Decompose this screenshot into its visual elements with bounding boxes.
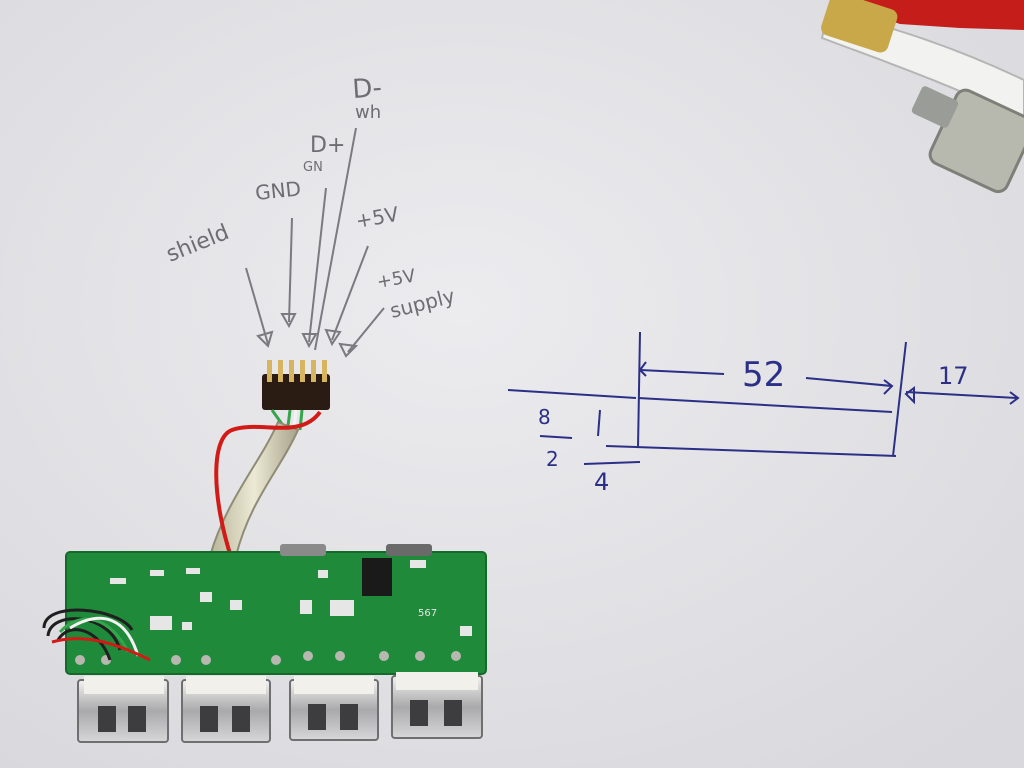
- arrow-plus5v: [331, 245, 369, 341]
- arrow-d-minus: [314, 127, 357, 351]
- dimension-left-top: 8: [538, 405, 551, 429]
- label-gnd: GND: [254, 176, 302, 205]
- dimension-right: 17: [938, 362, 969, 390]
- arrow-shield: [245, 267, 269, 345]
- pcb-silkscreen: 567: [418, 608, 437, 619]
- arrow-supply: [347, 307, 385, 353]
- label-d-minus: D-: [351, 73, 382, 105]
- label-d-plus: D+: [310, 133, 345, 158]
- arrow-d-plus: [308, 187, 327, 343]
- arrow-gnd: [288, 217, 293, 323]
- dimension-drawing: [507, 331, 1020, 465]
- label-d-minus-color: wh: [355, 102, 381, 123]
- dimension-main: 52: [742, 355, 785, 395]
- label-d-plus-color: GN: [303, 160, 323, 175]
- usb-ports: [77, 672, 483, 743]
- dimension-left-bottom: 4: [594, 468, 609, 496]
- usb-cable-plug: [820, 0, 1024, 194]
- dimension-left-mid: 2: [546, 447, 559, 471]
- usb-hub-pcb: 567: [42, 544, 487, 675]
